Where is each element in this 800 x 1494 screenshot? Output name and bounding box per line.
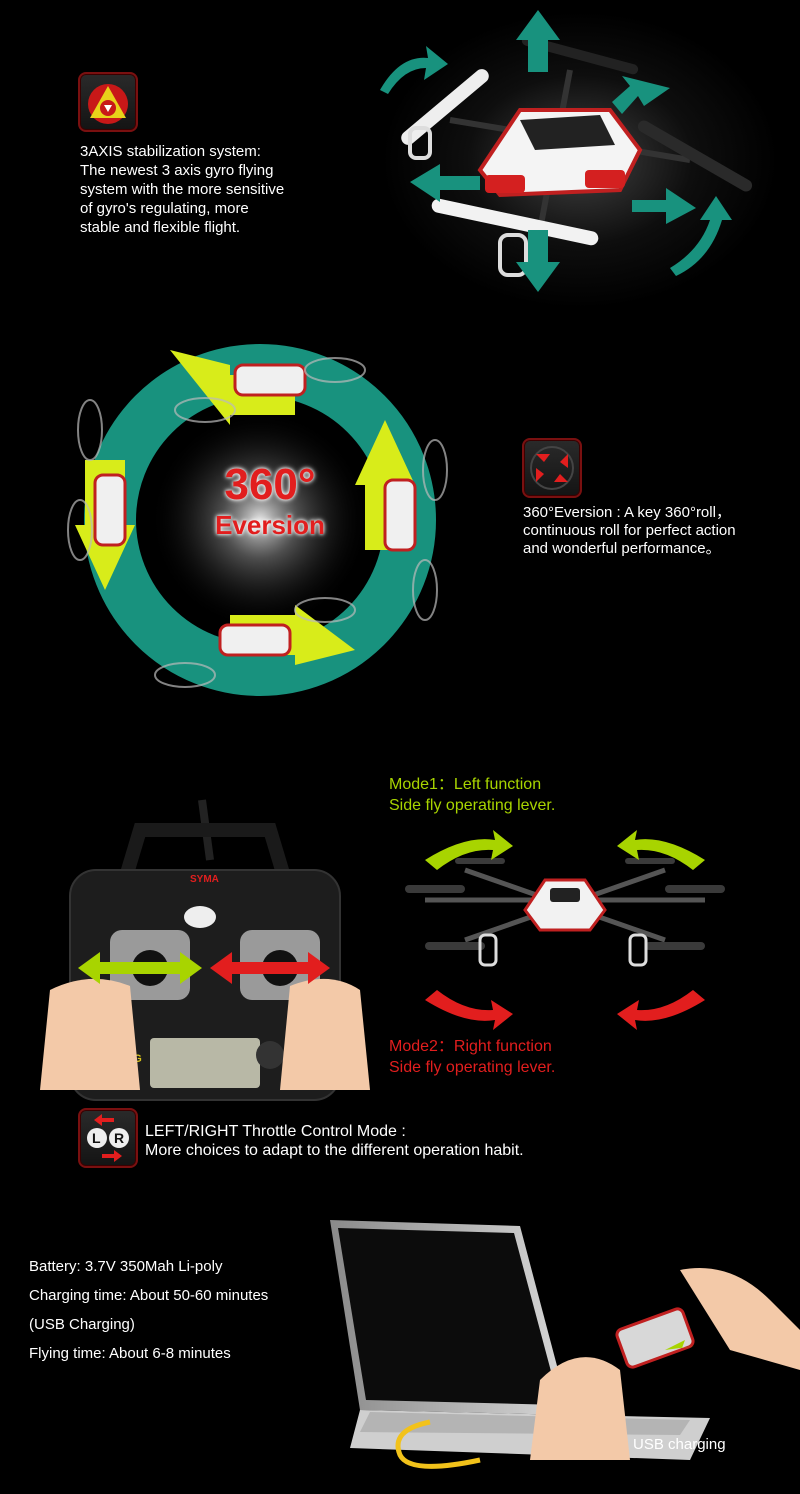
throttle-icon-box: L R (78, 1108, 138, 1168)
gyro-section: 3AXIS stabilization system: The newest 3… (0, 0, 800, 310)
usb-charging-label: USB charging (633, 1436, 726, 1453)
battery-section: Battery: 3.7V 350Mah Li-poly Charging ti… (0, 1200, 800, 1494)
throttle-title: LEFT/RIGHT Throttle Control Mode : (145, 1123, 406, 1140)
eversion-ring-image (67, 344, 448, 696)
gyro-line-2: The newest 3 axis gyro flying (80, 162, 274, 179)
battery-line-1: Battery: 3.7V 350Mah Li-poly (29, 1258, 223, 1275)
throttle-section: L R LEFT/RIGHT Throttle Control Mode : M… (0, 1100, 800, 1180)
controller-image: SYMA 2.4G (40, 799, 370, 1101)
eversion-line-1: 360°Eversion : A key 360°roll， (523, 504, 731, 521)
hexacopter-image (405, 830, 725, 1030)
battery-line-4: Flying time: About 6-8 minutes (29, 1345, 231, 1362)
eversion-line-3: and wonderful performance。 (523, 540, 721, 557)
eversion-line-2: continuous roll for perfect action (523, 522, 736, 539)
modes-section: Mode1：Left function Side fly operating l… (0, 760, 800, 1101)
mode2-subtitle: Side fly operating lever. (389, 1059, 556, 1076)
right-letter: R (114, 1130, 124, 1146)
laptop-usb-image (330, 1220, 800, 1469)
eversion-icon-box (522, 438, 582, 498)
left-right-icon: L R (87, 1114, 129, 1162)
triangle-gyro-icon (88, 84, 128, 124)
battery-line-3: (USB Charging) (29, 1316, 135, 1333)
rotate-arrows-icon (530, 446, 574, 490)
gyro-line-4: of gyro's regulating, more (80, 200, 249, 217)
controller-brand: SYMA (190, 874, 219, 885)
quadcopter-image (380, 10, 753, 292)
mode2-title: Mode2：Right function (389, 1038, 552, 1055)
throttle-desc: More choices to adapt to the different o… (145, 1142, 524, 1159)
eversion-badge-360: 360° (224, 460, 316, 509)
battery-line-2: Charging time: About 50-60 minutes (29, 1287, 269, 1304)
mode1-subtitle: Side fly operating lever. (389, 797, 556, 814)
gyro-line-3: system with the more sensitive (80, 181, 285, 198)
eversion-section: 360° Eversion 360°Eversion : A key 360°r… (0, 310, 800, 730)
gyro-icon-box (78, 72, 138, 132)
mode1-title: Mode1：Left function (389, 776, 542, 793)
gyro-line-5: stable and flexible flight. (80, 219, 241, 236)
eversion-badge-text: Eversion (215, 510, 325, 540)
gyro-line-1: 3AXIS stabilization system: (80, 143, 261, 160)
left-letter: L (92, 1130, 101, 1146)
